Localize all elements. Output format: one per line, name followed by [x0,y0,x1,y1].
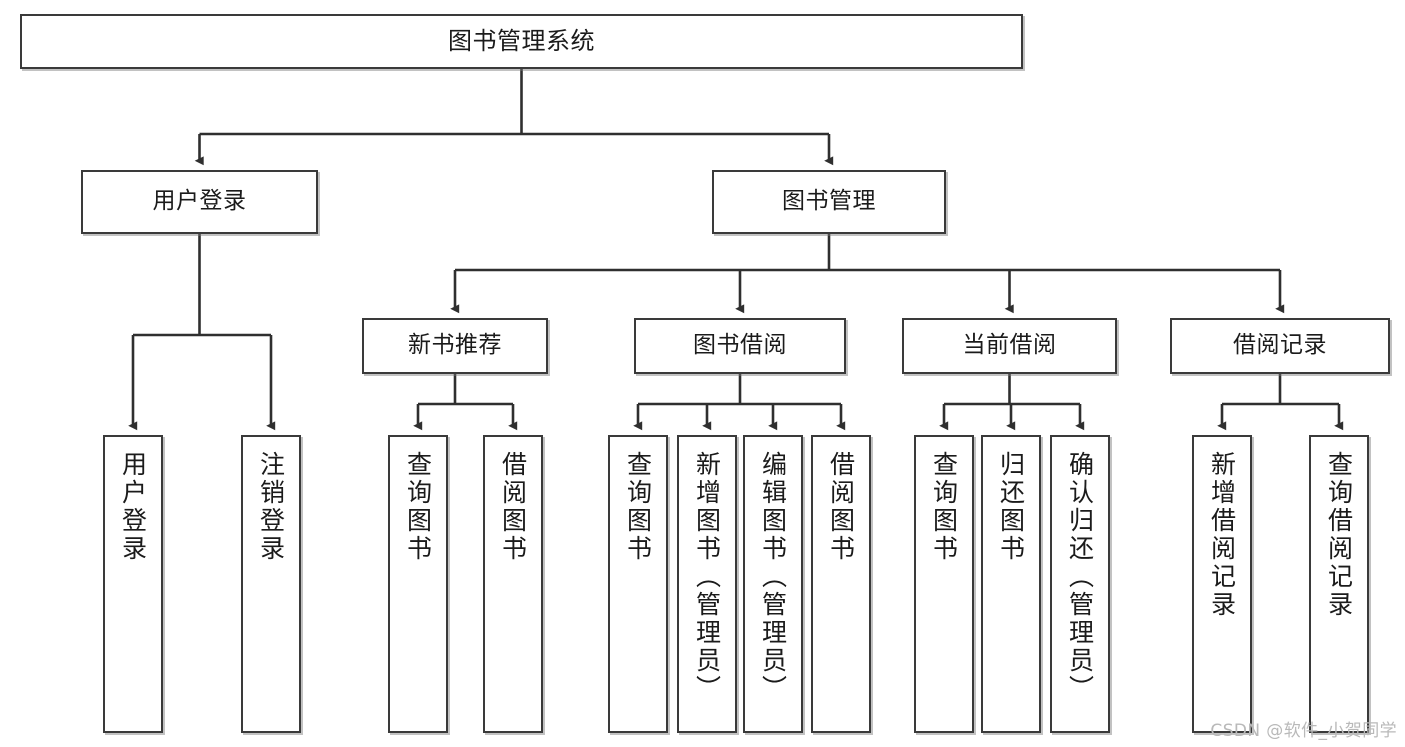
node-leaf-bor-2[interactable]: 新增图书（管理员） [677,435,737,733]
node-label: 归还图书 [996,451,1026,563]
node-leaf-bor-3[interactable]: 编辑图书（管理员） [743,435,803,733]
node-label: 图书借阅 [693,332,787,359]
node-label: 当前借阅 [962,332,1057,359]
node-leaf-cur-1[interactable]: 查询图书 [914,435,974,733]
node-label: 查询图书 [403,451,433,563]
node-leaf-cur-2[interactable]: 归还图书 [981,435,1041,733]
node-label: 新增借阅记录 [1207,451,1237,619]
node-current[interactable]: 当前借阅 [902,318,1117,374]
node-root[interactable]: 图书管理系统 [20,14,1023,69]
node-leaf-bor-1[interactable]: 查询图书 [608,435,668,733]
node-login[interactable]: 用户登录 [81,170,318,234]
node-label: 图书管理 [782,188,876,215]
node-label: 新增图书（管理员） [692,451,722,703]
node-label: 编辑图书（管理员） [758,451,788,703]
node-label: 新书推荐 [408,332,502,359]
node-label: 借阅记录 [1233,332,1327,359]
node-label: 确认归还（管理员） [1065,451,1095,703]
node-label: 图书管理系统 [448,27,595,56]
node-label: 查询借阅记录 [1324,451,1354,619]
watermark: CSDN @软件_小贺同学 [1210,721,1397,741]
node-label: 借阅图书 [498,451,528,563]
node-label: 查询图书 [929,451,959,563]
node-leaf-bor-4[interactable]: 借阅图书 [811,435,871,733]
node-borrow[interactable]: 图书借阅 [634,318,846,374]
node-leaf-new-2[interactable]: 借阅图书 [483,435,543,733]
node-label: 用户登录 [118,451,148,563]
node-leaf-login-2[interactable]: 注销登录 [241,435,301,733]
node-bookmgmt[interactable]: 图书管理 [712,170,946,234]
node-label: 注销登录 [256,451,286,563]
node-newbook[interactable]: 新书推荐 [362,318,548,374]
node-leaf-rec-2[interactable]: 查询借阅记录 [1309,435,1369,733]
node-records[interactable]: 借阅记录 [1170,318,1390,374]
node-leaf-rec-1[interactable]: 新增借阅记录 [1192,435,1252,733]
node-leaf-cur-3[interactable]: 确认归还（管理员） [1050,435,1110,733]
node-label: 借阅图书 [826,451,856,563]
node-label: 用户登录 [152,188,247,215]
node-leaf-login-1[interactable]: 用户登录 [103,435,163,733]
node-label: 查询图书 [623,451,653,563]
node-leaf-new-1[interactable]: 查询图书 [388,435,448,733]
